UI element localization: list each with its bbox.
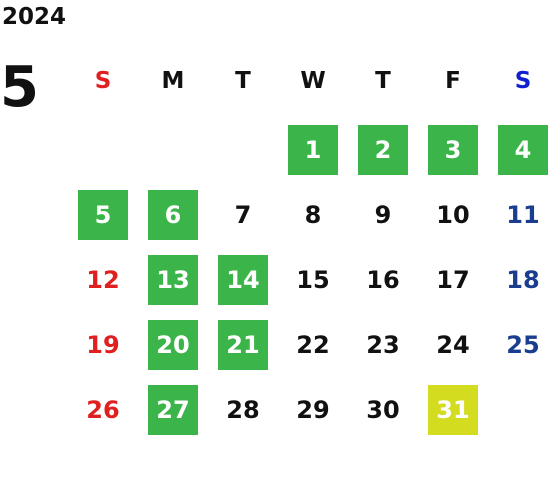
calendar-day[interactable]: 25 xyxy=(506,331,540,359)
calendar-day[interactable]: 31 xyxy=(428,385,478,435)
calendar-day[interactable]: 28 xyxy=(226,396,260,424)
calendar-day[interactable]: 15 xyxy=(296,266,330,294)
weekday-header: M xyxy=(161,68,185,94)
calendar-day[interactable]: 2 xyxy=(358,125,408,175)
weekday-header: F xyxy=(445,68,461,94)
calendar-day[interactable]: 6 xyxy=(148,190,198,240)
calendar-day[interactable]: 30 xyxy=(366,396,400,424)
calendar-day[interactable]: 10 xyxy=(436,201,470,229)
calendar-day[interactable]: 13 xyxy=(148,255,198,305)
weekday-header: W xyxy=(300,68,326,94)
calendar-day[interactable]: 1 xyxy=(288,125,338,175)
weekday-header: T xyxy=(375,68,391,94)
calendar-month: 5 xyxy=(0,55,39,120)
weekday-header: S xyxy=(514,68,532,94)
calendar-day[interactable]: 12 xyxy=(86,266,120,294)
calendar-day[interactable]: 22 xyxy=(296,331,330,359)
calendar-day[interactable]: 27 xyxy=(148,385,198,435)
calendar-day[interactable]: 3 xyxy=(428,125,478,175)
calendar-day[interactable]: 26 xyxy=(86,396,120,424)
calendar-day[interactable]: 18 xyxy=(506,266,540,294)
calendar-day[interactable]: 9 xyxy=(374,201,392,229)
calendar-day[interactable]: 20 xyxy=(148,320,198,370)
weekday-header: T xyxy=(235,68,251,94)
calendar-day[interactable]: 24 xyxy=(436,331,470,359)
weekday-header: S xyxy=(94,68,112,94)
calendar-day[interactable]: 16 xyxy=(366,266,400,294)
calendar-day[interactable]: 11 xyxy=(506,201,540,229)
calendar-day[interactable]: 21 xyxy=(218,320,268,370)
calendar-day[interactable]: 14 xyxy=(218,255,268,305)
calendar-day[interactable]: 23 xyxy=(366,331,400,359)
calendar-day[interactable]: 4 xyxy=(498,125,548,175)
calendar-day[interactable]: 29 xyxy=(296,396,330,424)
calendar-day[interactable]: 7 xyxy=(234,201,252,229)
calendar-day[interactable]: 17 xyxy=(436,266,470,294)
calendar-year: 2024 xyxy=(2,4,67,30)
calendar-day[interactable]: 8 xyxy=(304,201,322,229)
calendar-day[interactable]: 19 xyxy=(86,331,120,359)
calendar-day[interactable]: 5 xyxy=(78,190,128,240)
